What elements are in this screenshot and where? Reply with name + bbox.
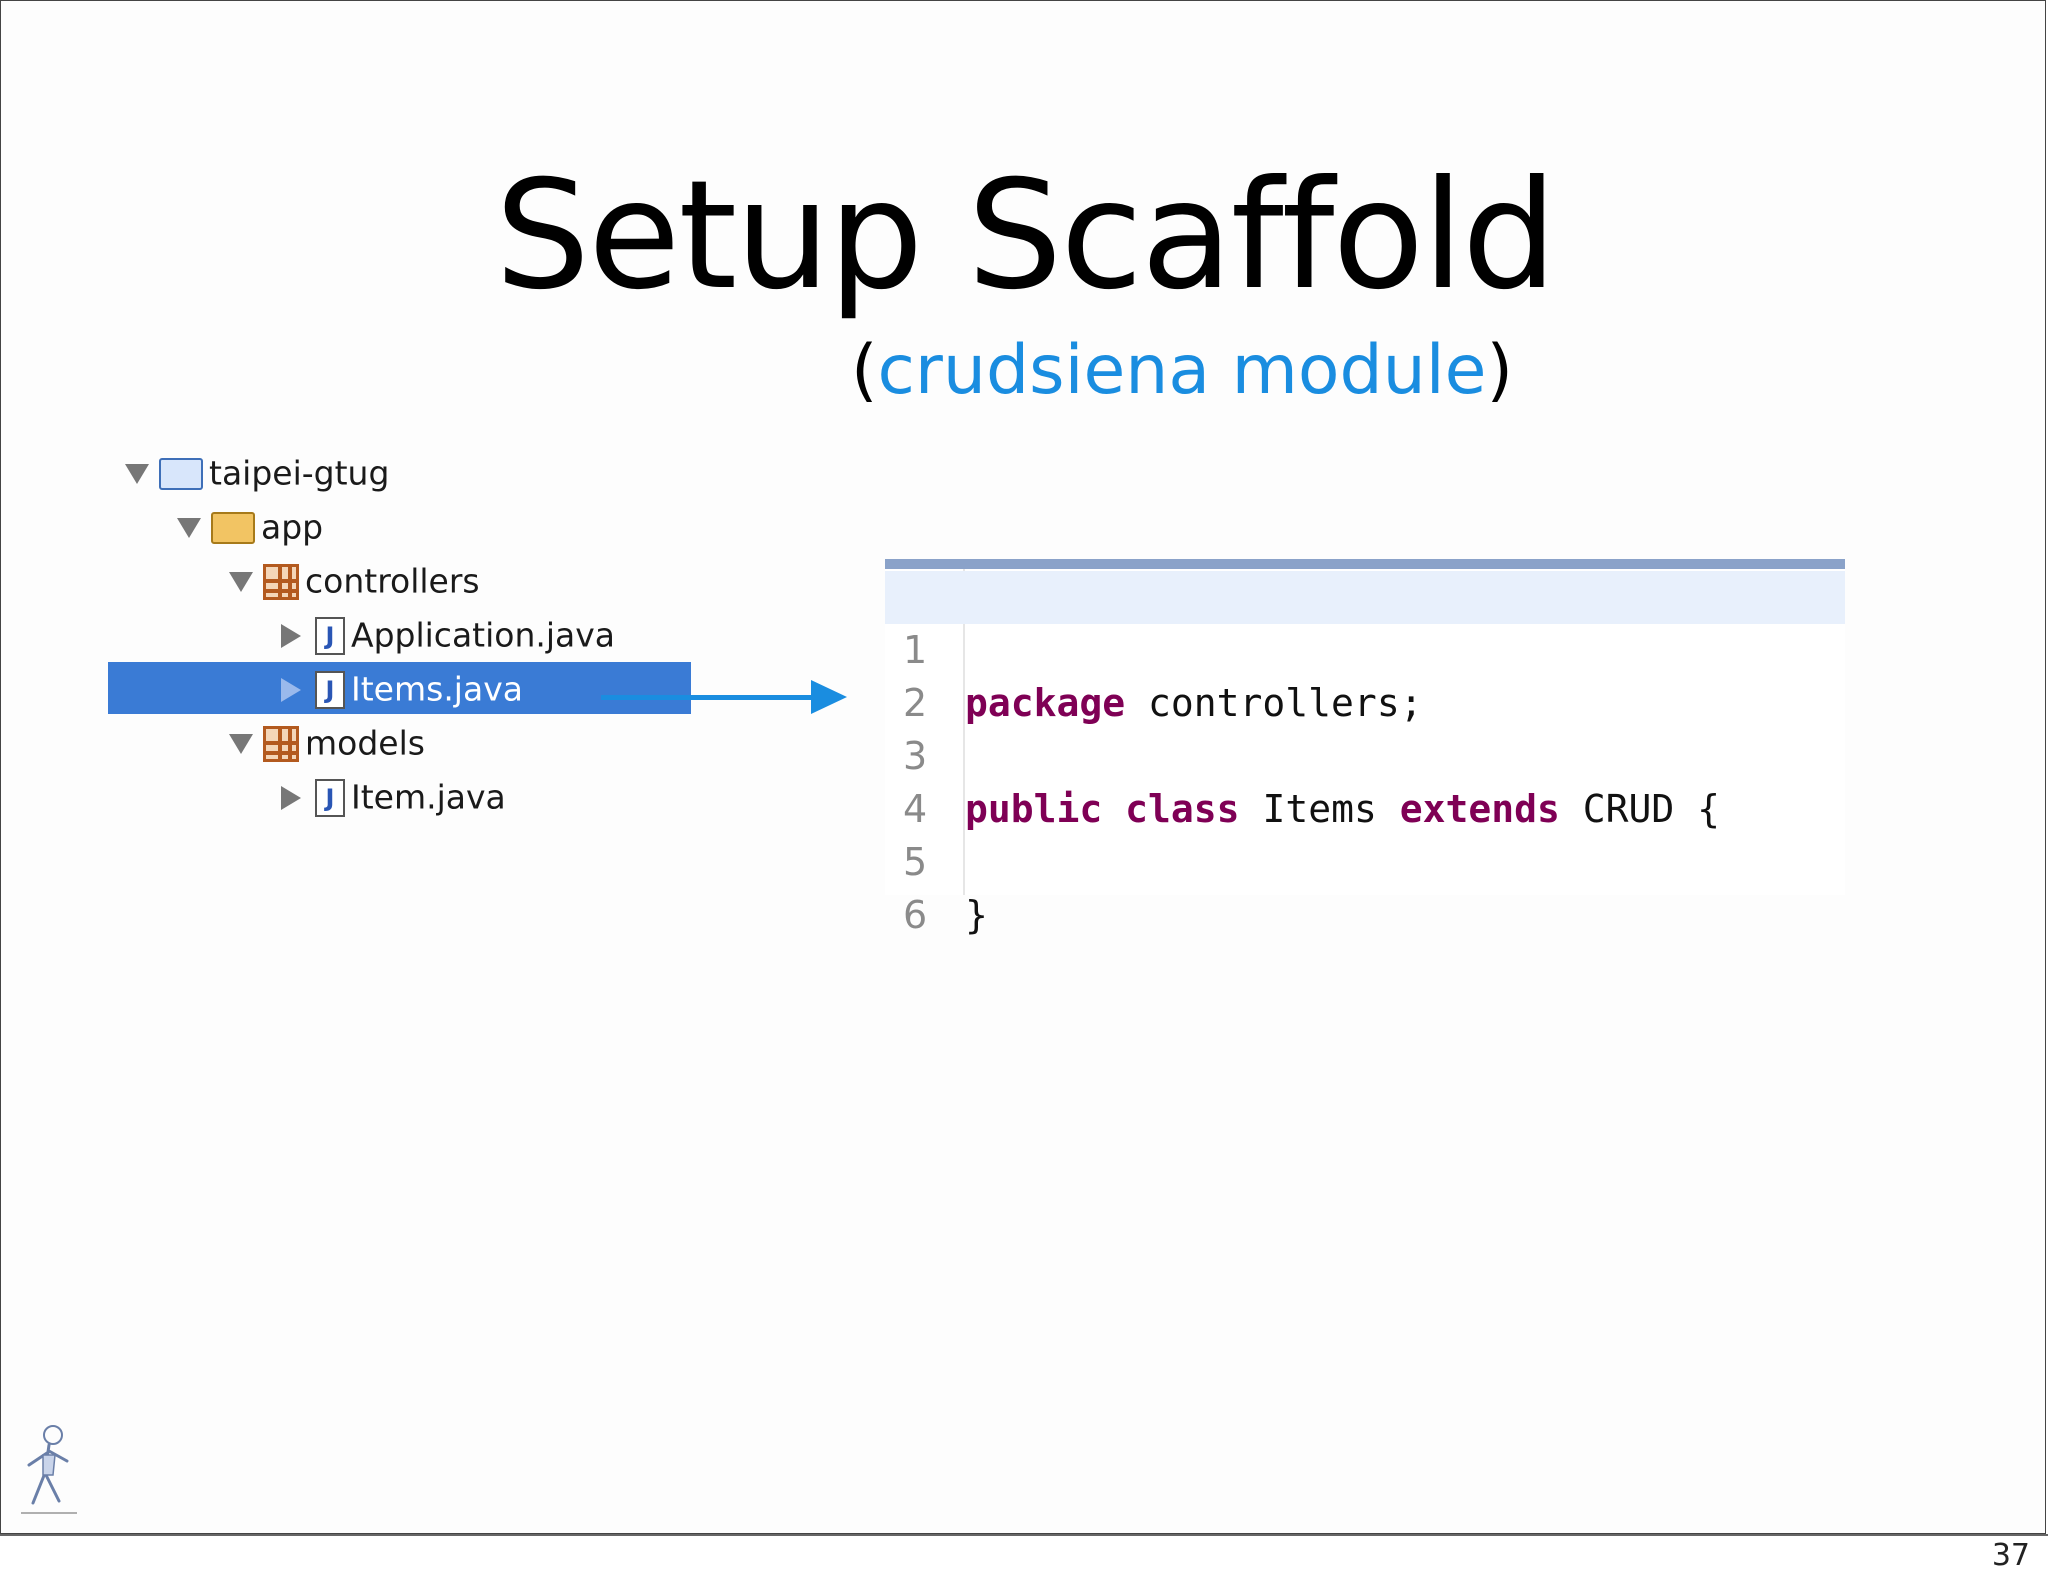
- tree-item-label: models: [305, 723, 425, 763]
- mascot-icon: [21, 1425, 77, 1514]
- code-line-5[interactable]: 5 }: [885, 783, 1845, 937]
- subtitle-open-paren: (: [851, 331, 878, 410]
- tree-item-label: controllers: [305, 561, 480, 601]
- subtitle-module-name: crudsiena module: [877, 331, 1487, 410]
- tree-item-controllers[interactable]: controllers: [229, 553, 480, 607]
- tree-item-label: Item.java: [351, 777, 506, 817]
- slide-subtitle: (crudsiena module): [851, 331, 1513, 411]
- expand-right-icon[interactable]: [281, 785, 301, 810]
- expand-down-icon[interactable]: [125, 463, 149, 484]
- code-line-4[interactable]: 4: [885, 730, 1845, 831]
- project-folder-icon: [159, 457, 203, 490]
- code-line-6[interactable]: 6: [885, 836, 1845, 937]
- tree-item-project[interactable]: taipei-gtug: [125, 445, 389, 499]
- line-number: 5: [903, 840, 928, 884]
- line-number: 1: [903, 628, 928, 672]
- expand-down-icon[interactable]: [177, 517, 201, 538]
- tree-item-label: Application.java: [351, 615, 616, 655]
- tree-item-app[interactable]: app: [177, 499, 323, 553]
- package-icon: [263, 725, 299, 762]
- subtitle-close-paren: ): [1486, 331, 1514, 410]
- slide: Setup Scaffold (crudsiena module) taipei…: [0, 0, 2046, 1534]
- code-token: CRUD {: [1582, 787, 1721, 831]
- line-number: 3: [903, 734, 928, 778]
- java-file-icon: J: [315, 616, 345, 655]
- line-number: 4: [903, 787, 928, 831]
- keyword: public: [965, 787, 1103, 831]
- line-number: 6: [903, 893, 928, 937]
- keyword: class: [1125, 787, 1240, 831]
- tree-item-label: app: [261, 507, 324, 547]
- keyword: extends: [1399, 787, 1560, 831]
- code-text: public class Items extends CRUD {: [965, 783, 1720, 836]
- code-line-1[interactable]: 1 package controllers;: [885, 571, 1845, 725]
- tree-item-models[interactable]: models: [229, 715, 425, 769]
- expand-down-icon[interactable]: [229, 733, 253, 754]
- code-editor[interactable]: 1 package controllers; 2 3 public class …: [885, 559, 1845, 937]
- editor-gutter: [963, 569, 965, 895]
- expand-down-icon[interactable]: [229, 571, 253, 592]
- tree-selection-highlight: [108, 662, 691, 714]
- expand-right-icon[interactable]: [281, 623, 301, 648]
- tree-item-label: taipei-gtug: [209, 453, 390, 493]
- keyword: package: [965, 681, 1126, 725]
- expand-right-icon[interactable]: [281, 677, 301, 702]
- editor-top-bar: [885, 559, 1845, 569]
- arrow-icon: [601, 695, 821, 700]
- page-number: 37: [1991, 1538, 2030, 1573]
- footer-divider: [0, 1534, 2048, 1536]
- code-line-2[interactable]: 2: [885, 624, 1845, 725]
- folder-icon: [211, 511, 255, 544]
- code-line-3[interactable]: 3 public class Items extends CRUD {: [885, 677, 1845, 831]
- line-number: 2: [903, 681, 928, 725]
- code-text: package controllers;: [965, 677, 1423, 730]
- code-token: controllers;: [1125, 681, 1423, 725]
- slide-title: Setup Scaffold: [494, 149, 1557, 323]
- java-file-icon: J: [315, 778, 345, 817]
- arrow-head-icon: [811, 680, 847, 714]
- code-text: }: [965, 893, 988, 937]
- code-token: Items: [1262, 787, 1377, 831]
- tree-item-label: Items.java: [351, 669, 523, 709]
- java-file-icon: J: [315, 670, 345, 709]
- package-icon: [263, 563, 299, 600]
